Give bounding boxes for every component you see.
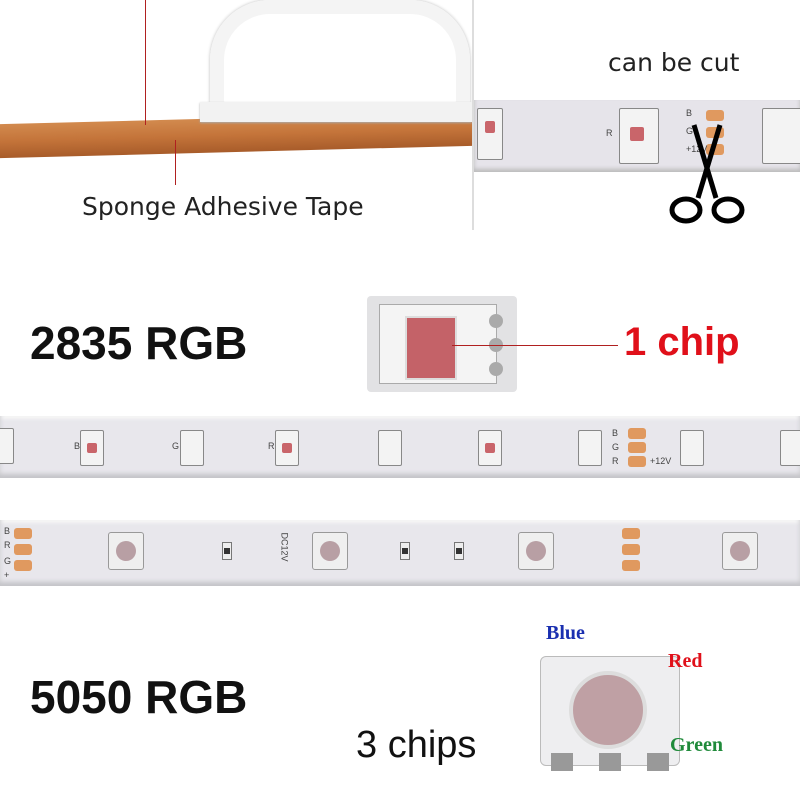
led-chip: [477, 108, 503, 160]
can-be-cut-caption: can be cut: [608, 48, 740, 77]
pointer-line: [145, 0, 146, 125]
2835-strip-photo: B G R B G R +12V: [0, 416, 800, 478]
2835-title: 2835 RGB: [30, 317, 248, 369]
scissors-icon: [669, 124, 745, 224]
1-chip-label: 1 chip: [624, 320, 740, 364]
pointer-line: [175, 140, 176, 185]
divider: [472, 0, 474, 230]
adhesive-tape-photo: Sponge Adhesive Tape: [0, 0, 472, 230]
5050-chip-closeup: [540, 656, 680, 771]
pointer-line: [452, 345, 618, 346]
green-label: Green: [670, 734, 723, 756]
red-label: Red: [668, 650, 703, 672]
adhesive-backing: [200, 102, 472, 122]
3-chips-label: 3 chips: [356, 724, 477, 766]
2835-chip-closeup: [367, 296, 517, 392]
5050-strip-photo: B R G + DC12V: [0, 520, 800, 586]
blue-label: Blue: [546, 622, 585, 644]
5050-title: 5050 RGB: [30, 671, 248, 723]
cut-strip-photo: R B G +12V: [474, 100, 800, 172]
sponge-tape-caption: Sponge Adhesive Tape: [82, 192, 364, 221]
led-chip: [762, 108, 800, 164]
led-chip: [619, 108, 659, 164]
